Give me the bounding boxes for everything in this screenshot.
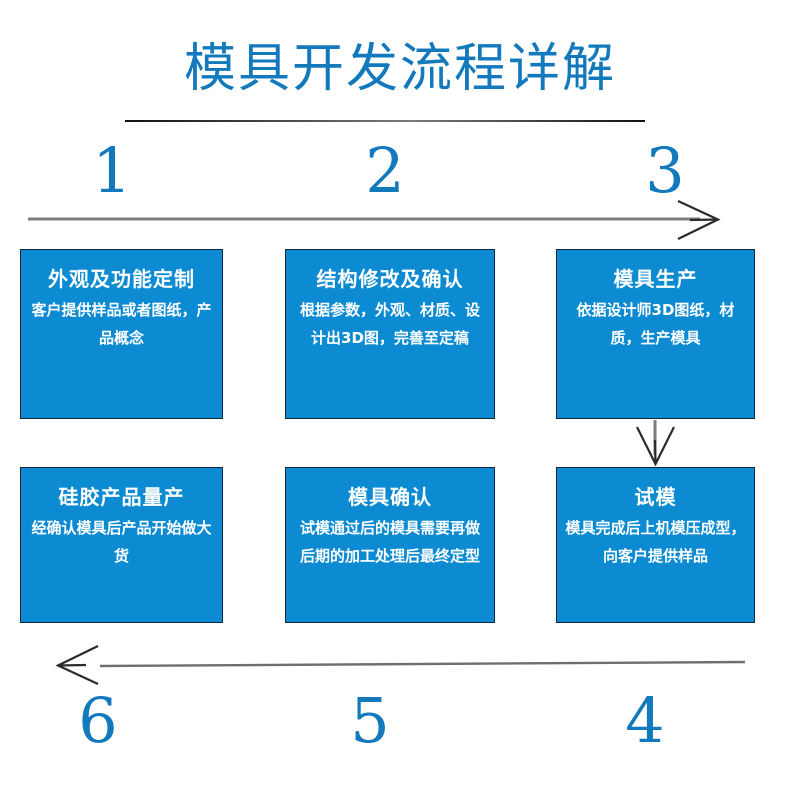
step-box-6[interactable]: 硅胶产品量产 经确认模具后产品开始做大货 (20, 467, 223, 623)
step-number-1: 1 (92, 134, 132, 207)
step-number-2: 2 (365, 134, 405, 207)
step-box-5-title: 模具确认 (348, 485, 432, 509)
step-box-1-body: 客户提供样品或者图纸，产品概念 (31, 301, 212, 347)
step-box-1-title: 外观及功能定制 (48, 267, 195, 291)
bottom-flow-arrow (55, 645, 746, 685)
step-box-6-body: 经确认模具后产品开始做大货 (31, 519, 212, 565)
step-box-2-title: 结构修改及确认 (316, 267, 464, 291)
step-box-4-body: 模具完成后上机模压成型，向客户提供样品 (565, 519, 746, 565)
step-box-5-body: 试模通过后的模具需要再做后期的加工处理后最终定型 (299, 519, 480, 565)
title-divider (125, 120, 645, 122)
step-box-5[interactable]: 模具确认 试模通过后的模具需要再做后期的加工处理后最终定型 (285, 467, 495, 623)
step-number-5: 5 (350, 684, 390, 757)
step-box-4-title: 试模 (634, 485, 677, 509)
step-box-4[interactable]: 试模 模具完成后上机模压成型，向客户提供样品 (556, 467, 755, 623)
step-number-3: 3 (645, 134, 685, 207)
step-number-4: 4 (625, 684, 665, 757)
step-box-3[interactable]: 模具生产 依据设计师3D图纸，材质，生产模具 (556, 249, 755, 419)
right-connector-arrow (636, 420, 675, 467)
page-title: 模具开发流程详解 (183, 39, 616, 99)
step-box-6-title: 硅胶产品量产 (58, 485, 185, 509)
step-box-3-body: 依据设计师3D图纸，材质，生产模具 (576, 301, 735, 347)
step-number-6: 6 (78, 684, 118, 757)
step-box-2[interactable]: 结构修改及确认 根据参数，外观、材质、设计出3D图，完善至定稿 (285, 249, 495, 419)
step-box-3-title: 模具生产 (613, 267, 698, 291)
step-box-1[interactable]: 外观及功能定制 客户提供样品或者图纸，产品概念 (20, 249, 223, 419)
step-box-2-body: 根据参数，外观、材质、设计出3D图，完善至定稿 (299, 301, 480, 347)
